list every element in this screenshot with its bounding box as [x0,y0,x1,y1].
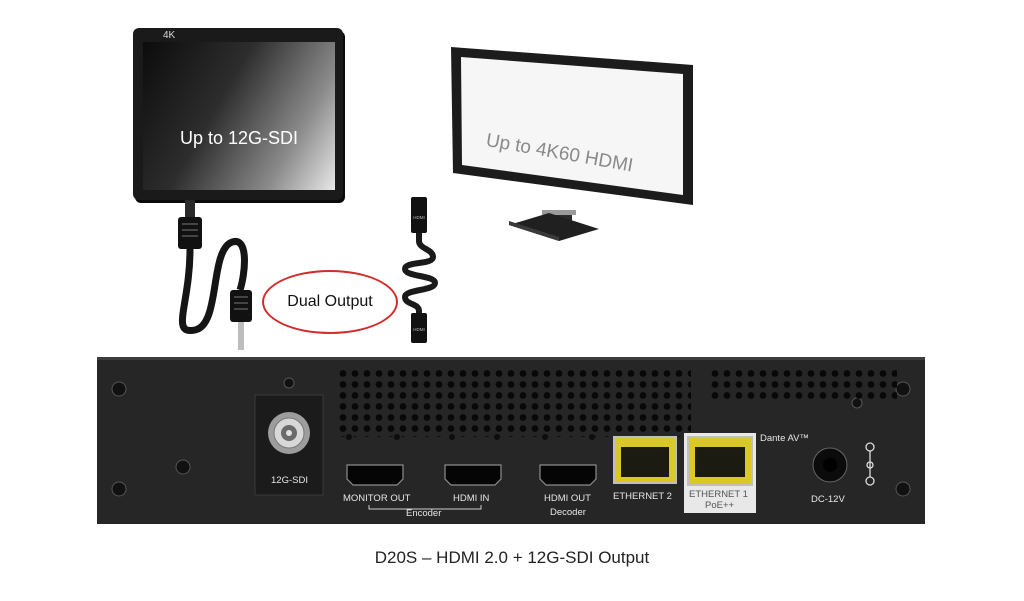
hdmi-plug-label-top: HDMI [413,215,425,220]
tv-monitor [451,47,693,241]
figure-caption: D20S – HDMI 2.0 + 12G-SDI Output [374,548,650,567]
port-label-dc-12v: DC-12V [811,494,845,505]
monitor-brand-badge: 4K [163,30,176,41]
sdi-cable [178,200,252,350]
port-label-ethernet-2: ETHERNET 2 [613,491,672,502]
hdmi-cable: HDMI HDMI [402,197,438,343]
port-label-monitor-out: MONITOR OUT [343,493,411,504]
port-label-decoder: Decoder [550,507,586,518]
port-label-encoder: Encoder [406,508,442,519]
dante-av-label: Dante AV™ [760,433,809,444]
d20s-device-back-panel: 12G-SDI MONITOR OUT Encoder HDMI IN HDMI… [97,357,925,524]
hdmi-plug-label-bottom: HDMI [413,327,425,332]
port-label-poe: PoE++ [705,500,735,511]
port-label-hdmi-out: HDMI OUT [544,493,591,504]
dual-output-text: Dual Output [287,293,373,310]
monitor-screen: Up to 12G-SDI [143,42,335,190]
field-monitor: 4K Up to 12G-SDI [133,28,343,200]
monitor-screen-text: Up to 12G-SDI [179,128,299,148]
dual-output-callout: Dual Output [262,270,398,334]
port-label-12g-sdi: 12G-SDI [271,475,308,486]
port-label-hdmi-in: HDMI IN [453,493,490,504]
device-panel-art [97,357,925,513]
port-label-ethernet-1: ETHERNET 1 [689,489,748,500]
